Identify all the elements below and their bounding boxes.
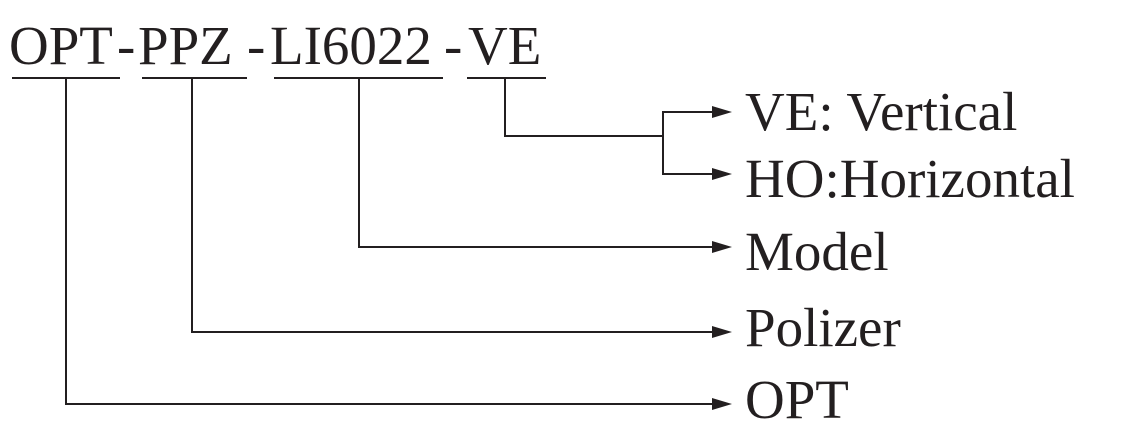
code-segment-model: LI6022 (270, 15, 432, 76)
connector-opt (65, 78, 712, 405)
connector-vertical-branch (662, 111, 712, 136)
connector-polizer (191, 78, 712, 333)
code-dash-3: - (444, 15, 462, 76)
code-dash-2: - (247, 15, 265, 76)
arrow-polizer-icon (712, 326, 732, 338)
label-vertical: VE: Vertical (745, 81, 1017, 142)
label-polizer: Polizer (745, 297, 901, 358)
connector-horizontal-branch (662, 136, 712, 175)
connector-model (358, 78, 712, 248)
code-segment-orientation: VE (468, 15, 541, 76)
arrow-vertical-icon (712, 106, 732, 118)
code-segment-opt: OPT (9, 15, 113, 76)
connector-orientation (504, 78, 663, 137)
arrow-horizontal-icon (712, 168, 732, 180)
code-segment-ppz: PPZ (138, 15, 233, 76)
label-model: Model (745, 221, 889, 282)
label-horizontal: HO:Horizontal (745, 148, 1075, 209)
label-opt: OPT (745, 369, 849, 430)
arrow-opt-icon (712, 398, 732, 410)
arrow-model-icon (712, 241, 732, 253)
code-dash-1: - (117, 15, 135, 76)
